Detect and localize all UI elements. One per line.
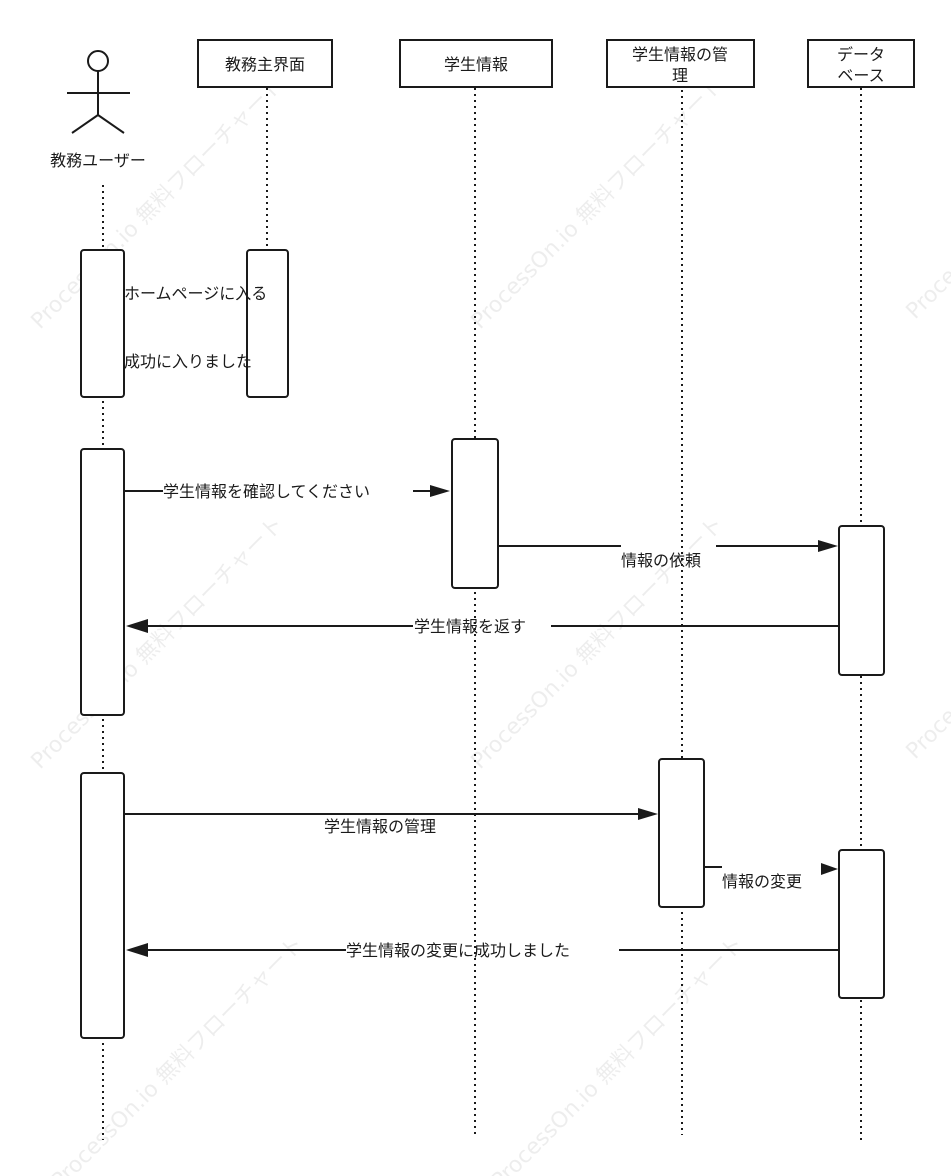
participant-box-mgmt [606, 39, 755, 88]
activation-actor-1 [80, 249, 125, 398]
message-arrow-m4 [499, 540, 838, 552]
activation-mgmt-1 [658, 758, 705, 908]
activations [80, 249, 885, 1039]
activation-db-2 [838, 849, 885, 999]
activation-actor-2 [80, 448, 125, 716]
message-arrow-m6 [125, 808, 658, 820]
message-label-m6: 学生情報の管理 [324, 817, 436, 836]
participant-label-info: 学生情報 [444, 55, 508, 74]
participant-label-ui: 教務主界面 [225, 55, 305, 74]
participant-box-info [399, 39, 553, 88]
participant-box-ui [197, 39, 333, 88]
message-label-m8: 学生情報の変更に成功しました [346, 941, 570, 960]
message-label-m2: 成功に入りました [124, 352, 252, 371]
participant-box-db [807, 39, 915, 88]
participant-label-db-line1: データ [837, 45, 885, 64]
watermark-text: ProcessOn.io 無料フローチャート [902, 62, 951, 324]
participant-label-mgmt-line2: 理 [672, 66, 688, 85]
activation-ui-1 [246, 249, 289, 398]
participant-label-db-line2: ベース [837, 66, 884, 85]
watermark-text: ProcessOn.io 無料フローチャート [487, 932, 749, 1176]
message-arrow-m5 [126, 619, 838, 633]
actor-figure [67, 50, 130, 134]
actor-name: 教務ユーザー [50, 151, 146, 170]
participant-boxes [197, 39, 915, 88]
message-label-m4: 情報の依頼 [621, 551, 701, 570]
message-label-m5: 学生情報を返す [414, 617, 526, 636]
message-arrow-m8 [126, 943, 838, 957]
watermark-text: ProcessOn.io 無料フローチャート [467, 72, 729, 334]
message-arrow-m7 [705, 863, 838, 875]
message-label-m1: ホームページに入る [124, 284, 267, 303]
activation-db-1 [838, 525, 885, 676]
lifelines [102, 88, 862, 1140]
watermark-text: ProcessOn.io 無料フローチャート [902, 502, 951, 764]
activation-actor-3 [80, 772, 125, 1039]
watermark-text: ProcessOn.io 無料フローチャート [27, 512, 289, 774]
participant-label-mgmt-line1: 学生情報の管 [632, 45, 728, 64]
activation-info-1 [451, 438, 499, 589]
message-label-m3: 学生情報を確認してください [163, 482, 370, 501]
message-label-m7: 情報の変更 [722, 872, 802, 891]
message-arrow-m3 [125, 485, 450, 497]
